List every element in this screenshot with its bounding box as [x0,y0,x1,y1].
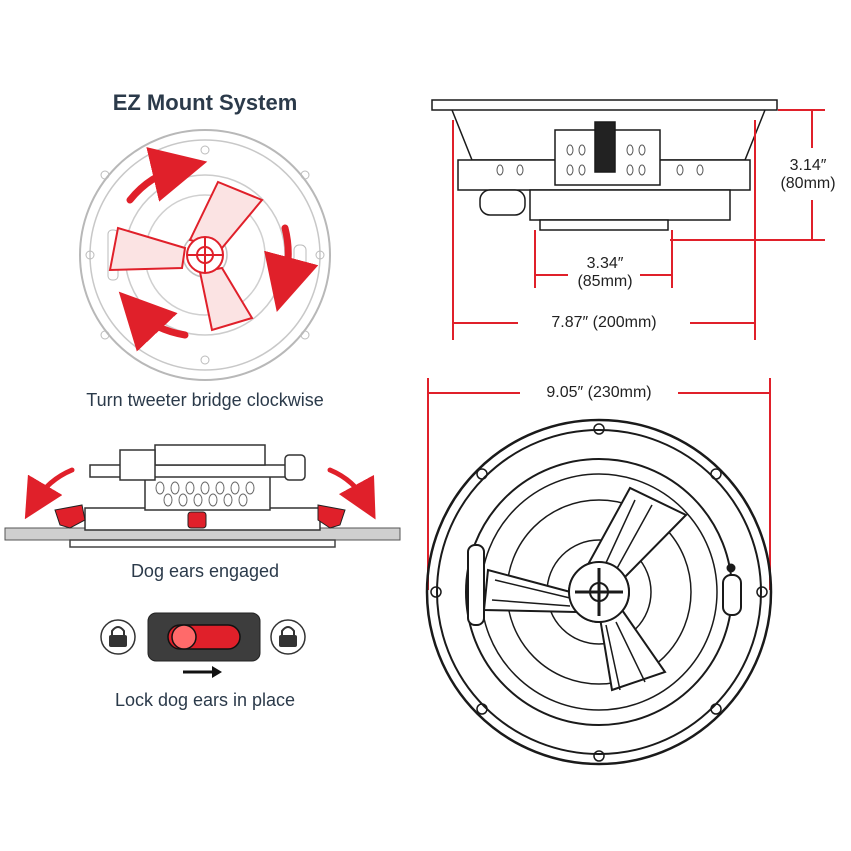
slider-switch-icon [167,624,241,650]
ez-mount-front-view [79,129,331,381]
height-mm: (80mm) [780,175,836,192]
side-profile-view [431,99,778,231]
page-title: EZ Mount System [112,90,298,115]
magnet-dimension-label: 3.34″ (85mm) [560,255,650,291]
height-dimension-label: 3.14″ (80mm) [768,157,848,193]
caption-lock: Lock dog ears in place [114,690,296,710]
cutout-dimension-label: 7.87″ (200mm) [551,314,657,331]
speaker-front-view [425,418,773,766]
rotation-arrow-icon [118,147,319,352]
overall-dimension-label: 9.05″ (230mm) [546,384,652,401]
height-inches: 3.14″ [789,157,827,174]
lock-icon [279,626,297,647]
dog-ears-side-view [4,444,401,548]
outward-arrow-icon [24,467,376,520]
caption-turn: Turn tweeter bridge clockwise [86,390,324,410]
magnet-inches: 3.34″ [586,255,624,272]
magnet-mm: (85mm) [577,273,633,290]
lock-switch [100,612,306,678]
dimension-lines [427,109,825,590]
caption-dog-ears: Dog ears engaged [130,561,280,581]
lock-icon [109,626,127,647]
